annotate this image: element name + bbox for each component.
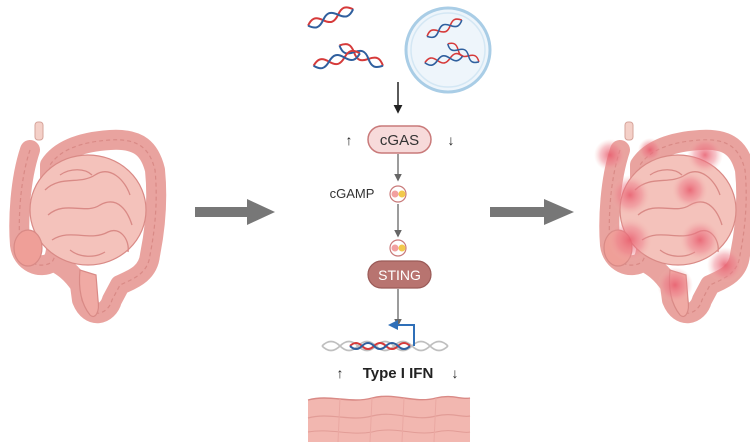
cgas-down-arrow-icon: ↓ [448, 132, 455, 148]
sting-node: STING [367, 260, 432, 289]
left-transition-arrow-icon [195, 199, 275, 225]
vesicle-dna-icon [404, 6, 492, 94]
right-transition-arrow-icon [490, 199, 574, 225]
ifn-label: Type I IFN [363, 365, 434, 382]
cgas-up-arrow-icon: ↑ [346, 132, 353, 148]
free-dna-icon [305, 3, 386, 72]
inflamed-intestine-icon [594, 122, 746, 317]
cgamp-label: cGAMP [330, 186, 375, 201]
healthy-intestine-icon [14, 122, 156, 317]
intestinal-tissue-icon [307, 395, 471, 442]
ifn-up-arrow-icon: ↑ [337, 365, 344, 381]
cgas-node: cGAS [367, 125, 432, 154]
promoter-arrow-icon [388, 320, 415, 346]
cgamp-bound-molecule-icon [389, 239, 407, 257]
cgas-label: cGAS [380, 132, 419, 149]
ifn-down-arrow-icon: ↓ [452, 365, 459, 381]
sting-label: STING [378, 267, 421, 283]
cgamp-molecule-icon [389, 185, 407, 203]
gene-dna-icon [321, 340, 449, 352]
